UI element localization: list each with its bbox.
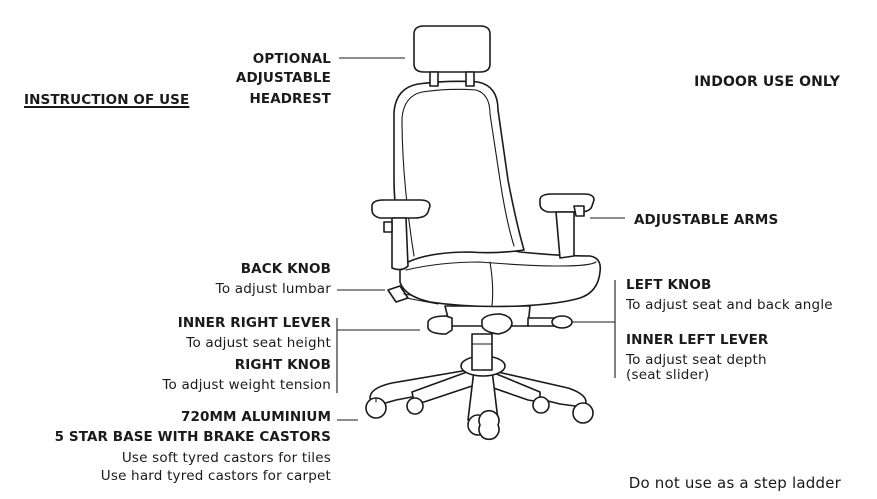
inner-right-lever-title: INNER RIGHT LEVER [177,315,331,331]
right-knob-title: RIGHT KNOB [234,357,331,373]
indoor-notice: INDOOR USE ONLY [694,74,840,90]
base-title-line2: 5 STAR BASE WITH BRAKE CASTORS [54,429,331,445]
gas-lift [471,333,493,371]
armrest-right [371,199,431,271]
headrest-label-line2: ADJUSTABLE [235,70,331,86]
headrest-label-line3: HEADREST [249,91,331,107]
inner-right-lever-desc: To adjust seat height [186,335,331,351]
castors [365,396,594,441]
base-title-line1: 720MM ALUMINIUM [181,409,331,425]
arms-label: ADJUSTABLE ARMS [634,212,779,228]
instruction-heading: INSTRUCTION OF USE [24,92,190,108]
backrest [393,80,525,263]
inner-left-lever-desc1: To adjust seat depth [626,352,767,368]
headrest-label-line1: OPTIONAL [252,51,331,67]
back-knob-title: BACK KNOB [240,261,331,277]
left-knob-title: LEFT KNOB [626,277,712,293]
inner-left-lever-desc2: (seat slider) [626,367,710,383]
leader-lines [336,57,625,421]
step-ladder-warning: Do not use as a step ladder [628,474,841,492]
chair-base [365,355,594,441]
base-desc-line2: Use hard tyred castors for carpet [100,468,331,484]
seat [399,245,602,308]
back-knob-desc: To adjust lumbar [215,281,331,297]
armrest-left [539,193,595,259]
inner-left-lever-title: INNER LEFT LEVER [626,332,769,348]
headrest [413,25,491,87]
right-knob-desc: To adjust weight tension [162,377,331,393]
left-knob-desc: To adjust seat and back angle [626,297,833,313]
base-desc-line1: Use soft tyred castors for tiles [121,450,331,466]
